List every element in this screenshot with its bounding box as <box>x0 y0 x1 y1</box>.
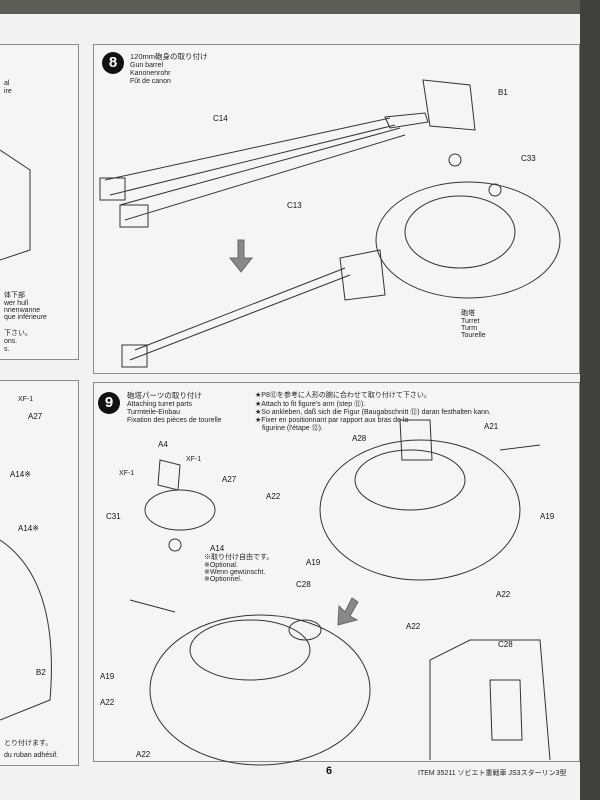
step-9-title-en: Attaching turret parts <box>127 401 192 408</box>
part-c33-b <box>488 183 502 197</box>
part-label-c28-b: C28 <box>498 640 513 649</box>
step-9-note-fr2: figurine (l'étape ⑫). <box>262 425 323 432</box>
turret-label-jp: 砲塔 <box>461 310 475 317</box>
step-8-title-de: Kanonenrohr <box>130 70 171 77</box>
part-label-c13: C13 <box>287 201 302 210</box>
arrow-diagonal <box>337 597 359 626</box>
detail-inset <box>429 639 551 761</box>
left-frag-a14-b: A14※ <box>18 524 39 533</box>
left-frag-3: nnenwanne <box>4 307 41 314</box>
part-label-xf1-a: XF-1 <box>119 470 135 477</box>
part-label-a19-c: A19 <box>100 672 115 681</box>
left-frag-4: que inférieure <box>4 314 47 321</box>
part-b1 <box>422 79 476 131</box>
mantlet-assembled <box>339 249 386 301</box>
installed-mantlet <box>121 344 148 368</box>
part-label-a22-b: A22 <box>496 590 511 599</box>
left-frag-6: ons. <box>4 338 18 345</box>
part-label-a4: A4 <box>158 440 168 449</box>
turret-label-en: Turret <box>461 318 480 325</box>
part-label-c14: C14 <box>213 114 228 123</box>
part-label-a27: A27 <box>222 475 237 484</box>
step-9-title-jp: 砲塔パーツの取り付け <box>127 391 202 400</box>
barrel-c14 <box>104 117 396 196</box>
mantlet-c14 <box>99 177 126 201</box>
part-label-c33: C33 <box>521 154 536 163</box>
left-frag-ire: ire <box>4 88 12 95</box>
turret-step9-upper <box>319 439 521 581</box>
optional-fr: ※Optionnel. <box>204 576 242 583</box>
left-hull-drawing <box>0 149 31 261</box>
step-9-note-de: ★So ankleben, daß sich die Figur (Baugab… <box>255 409 491 416</box>
left-frag-xf1: XF-1 <box>18 396 34 403</box>
step-8-panel <box>93 44 580 374</box>
part-label-b1: B1 <box>498 88 508 97</box>
left-frag-2: wer hull <box>4 300 29 307</box>
part-label-a22-c: A22 <box>406 622 421 631</box>
step-9-panel <box>93 382 580 762</box>
left-frag-7: s. <box>4 346 10 353</box>
mantlet-c13 <box>119 204 149 228</box>
step-8-title-en: Gun barrel <box>130 62 164 69</box>
step-9-title-de: Turmteile-Einbau <box>127 409 181 416</box>
left-turret-drawing <box>0 539 52 721</box>
part-label-a22-e: A22 <box>136 750 151 759</box>
part-label-a22-a: A22 <box>266 492 281 501</box>
part-c33-a <box>448 153 462 167</box>
page-edge-shadow <box>580 0 600 800</box>
turret-outline <box>375 181 561 299</box>
optional-jp: ※取り付け自由です。 <box>204 554 274 561</box>
part-label-xf1-b: XF-1 <box>186 456 202 463</box>
optional-en: ※Optional. <box>204 562 238 569</box>
step-9-note-fr1: ★Fixer en positionnant par rapport aux b… <box>255 417 409 424</box>
left-page-panel-bottom <box>0 380 79 766</box>
left-frag-1: 体下部 <box>4 292 25 299</box>
part-label-a21: A21 <box>484 422 499 431</box>
part-label-a14: A14 <box>210 544 225 553</box>
left-frag-a14-a: A14※ <box>10 470 31 479</box>
optional-de: ※Wenn gewünscht. <box>204 569 266 576</box>
turret-label-de: Turm <box>461 325 478 332</box>
item-line: ITEM 35211 ソビエト重戦車 JS3スターリン3型 <box>418 770 567 777</box>
part-label-c28-a: C28 <box>296 580 311 589</box>
step-9-note-jp: ★P8⑫を参考に人形の腕に合わせて取り付けて下さい。 <box>255 392 431 399</box>
part-label-a22-d: A22 <box>100 698 115 707</box>
left-frag-b2: B2 <box>36 668 46 677</box>
step-9-number: 9 <box>98 392 120 414</box>
left-page-panel-top <box>0 44 79 360</box>
part-label-a19-b: A19 <box>306 558 321 567</box>
left-frag-13: とり付けます。 <box>4 740 53 747</box>
turret-top <box>404 195 516 269</box>
step-8-title-jp: 120mm砲身の取り付け <box>130 52 208 61</box>
part-label-a19-a: A19 <box>540 512 555 521</box>
step-8-title-fr: Fût de canon <box>130 78 171 85</box>
step-9-title-fr: Fixation des pièces de tourelle <box>127 417 222 424</box>
left-frag-14: du ruban adhésif. <box>4 752 59 759</box>
hatch-open <box>399 419 433 461</box>
left-frag-al: al <box>4 80 10 87</box>
turret-step9-lower <box>149 614 371 766</box>
arrow-down <box>228 239 254 273</box>
barrel-tip <box>384 112 429 129</box>
part-a14 <box>168 538 182 552</box>
step-8-number: 8 <box>102 52 124 74</box>
barrel-c13 <box>119 127 406 221</box>
step-9-note-en: ★Attach to fit figure's arm (step ⑫). <box>255 401 366 408</box>
part-label-a28: A28 <box>352 434 367 443</box>
turret-label-fr: Tourelle <box>461 332 486 339</box>
left-frag-5: 下さい。 <box>4 330 32 337</box>
part-a4 <box>157 459 181 491</box>
installed-barrel <box>129 267 351 361</box>
page-number: 6 <box>326 765 333 777</box>
part-c28 <box>288 619 322 641</box>
left-frag-a27: A27 <box>28 412 43 421</box>
cupola-c31 <box>144 489 216 531</box>
part-label-c31: C31 <box>106 512 121 521</box>
